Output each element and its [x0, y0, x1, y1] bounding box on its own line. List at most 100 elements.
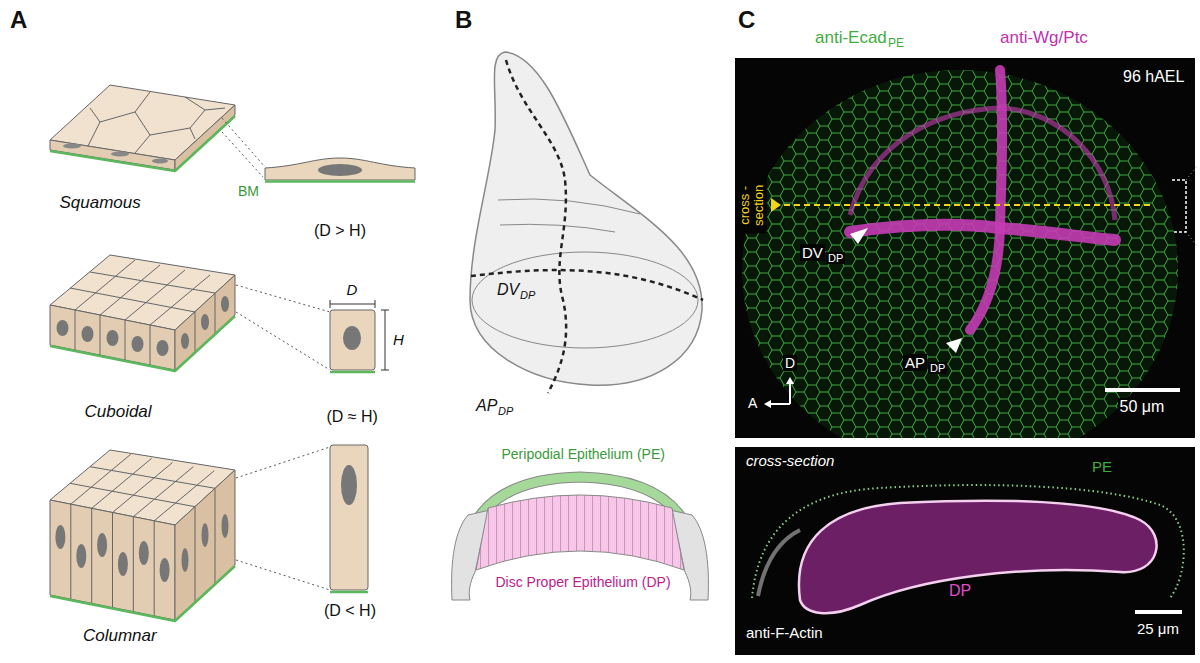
wg-dv-stripe: [850, 225, 1115, 240]
wg-ring: [850, 108, 1115, 220]
cell-borders: [71, 488, 215, 616]
sheet-side: [175, 105, 235, 170]
nucleus: [160, 558, 170, 582]
bracket: [1172, 180, 1186, 232]
sheet-side: [175, 275, 235, 370]
basement-membrane: [50, 116, 235, 171]
stain-label: anti-F-Actin: [744, 624, 825, 641]
tissue-layer-label: Disc Proper Epithelium (DP): [496, 574, 671, 590]
nucleus: [111, 152, 129, 157]
columnar-cell: [330, 445, 368, 590]
scale-bar-label: 50 μm: [1118, 398, 1167, 416]
scale-bar: [1135, 610, 1182, 614]
nucleus: [318, 164, 362, 176]
arrowhead: [786, 377, 794, 384]
hinge-fold: [498, 199, 640, 232]
nucleus: [76, 544, 86, 568]
zoom-leader: [222, 118, 265, 177]
nucleus: [57, 320, 69, 336]
basement-membrane: [330, 591, 368, 594]
axis-arrows: [770, 383, 790, 404]
disc-margin: [758, 530, 800, 596]
arrowhead: [764, 400, 771, 408]
stage-label: 96 hAEL: [1121, 68, 1186, 86]
basement-membrane: [265, 180, 415, 183]
squamous-cell: [265, 158, 415, 180]
ecad-tissue: [742, 70, 1178, 438]
section-label: cross - section: [738, 177, 767, 233]
arrowhead: [946, 338, 962, 353]
nucleus: [202, 523, 209, 547]
section-marker: [771, 198, 781, 212]
micrograph-ground: [735, 447, 1195, 655]
shape-ratio-label: (D > H): [314, 222, 366, 240]
boundary-label: DV: [497, 281, 519, 299]
dimension-label: D: [347, 281, 358, 298]
boundary-label: AP: [476, 397, 497, 415]
tissue-type-label: Columnar: [83, 626, 157, 646]
membrane-label: BM: [238, 183, 259, 199]
nucleus: [182, 548, 189, 572]
cuboidal-cell: [330, 310, 375, 370]
arrowhead: [850, 228, 868, 244]
nucleus: [222, 514, 229, 538]
nucleus: [157, 340, 169, 356]
squamous-sheet: [50, 85, 235, 171]
basement-membrane: [330, 371, 375, 374]
section-line: [784, 204, 1150, 206]
tissue-layer-label: Peripodial Epithelium (PE): [502, 446, 665, 462]
panel-letter: A: [10, 6, 27, 34]
dimension-bracket: [330, 300, 375, 308]
subscript-label: DP: [928, 362, 947, 375]
tissue-type-label: Cuboidal: [85, 402, 152, 422]
subscript-label: DP: [498, 405, 513, 418]
nucleus: [82, 326, 94, 342]
nucleus: [97, 533, 107, 557]
subscript-label: PE: [888, 37, 904, 51]
zoom-leader: [236, 447, 330, 590]
stain-label: anti-Ecad: [815, 28, 887, 48]
nucleus: [201, 314, 209, 330]
sheet-side: [175, 470, 235, 620]
tissue-layer-label: PE: [1090, 458, 1114, 475]
dv-boundary: [471, 270, 703, 300]
nucleus: [343, 326, 361, 350]
axis-label: D: [783, 355, 797, 371]
nucleus: [118, 552, 128, 576]
sheet-front: [50, 305, 175, 370]
zoom-leader: [1186, 165, 1198, 247]
ptc-ap-stripe: [970, 70, 1002, 330]
shape-ratio-label: (D ≈ H): [327, 408, 378, 426]
nucleus: [181, 333, 189, 349]
boundary-label: DV: [800, 244, 825, 261]
scale-bar: [1105, 388, 1180, 392]
nucleus: [132, 336, 144, 352]
nucleus: [63, 144, 81, 149]
subscript-label: DP: [826, 252, 845, 265]
stain-label: anti-Wg/Ptc: [1000, 28, 1088, 48]
columnar-sheet: [50, 450, 235, 621]
cuboidal-sheet: [50, 255, 235, 371]
pouch-outline: [472, 252, 698, 348]
axis-label: A: [746, 395, 759, 411]
micrograph-content: [752, 485, 1184, 613]
nucleus: [221, 296, 229, 312]
dimension-label: H: [393, 331, 404, 348]
nucleus: [341, 465, 357, 505]
disc-proper-section: [799, 501, 1157, 614]
dimension-bracket: [381, 310, 389, 370]
nucleus: [139, 541, 149, 565]
section-title: cross-section: [744, 452, 836, 469]
panel-letter: C: [738, 6, 755, 34]
cell-borders: [70, 260, 215, 325]
tissue-layer-label: DP: [947, 582, 973, 600]
wing-disc-outline: [470, 52, 702, 385]
scale-bar-label: 25 μm: [1135, 620, 1181, 637]
tissue-type-label: Squamous: [60, 193, 141, 213]
basement-membrane: [50, 316, 235, 371]
subscript-label: DP: [520, 289, 535, 302]
zoom-leader: [236, 285, 330, 370]
